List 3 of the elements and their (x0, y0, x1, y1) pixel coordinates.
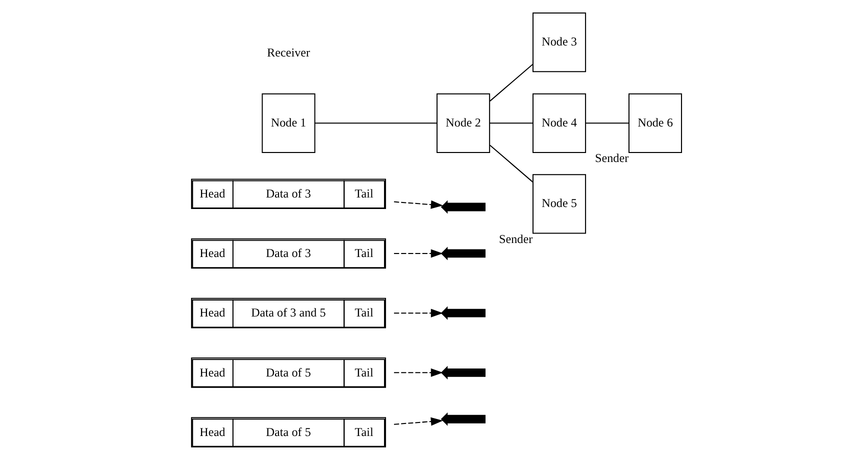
node-label: Sender (594, 150, 628, 165)
node-label: Sender (498, 231, 532, 246)
label: Receiver (266, 45, 310, 60)
